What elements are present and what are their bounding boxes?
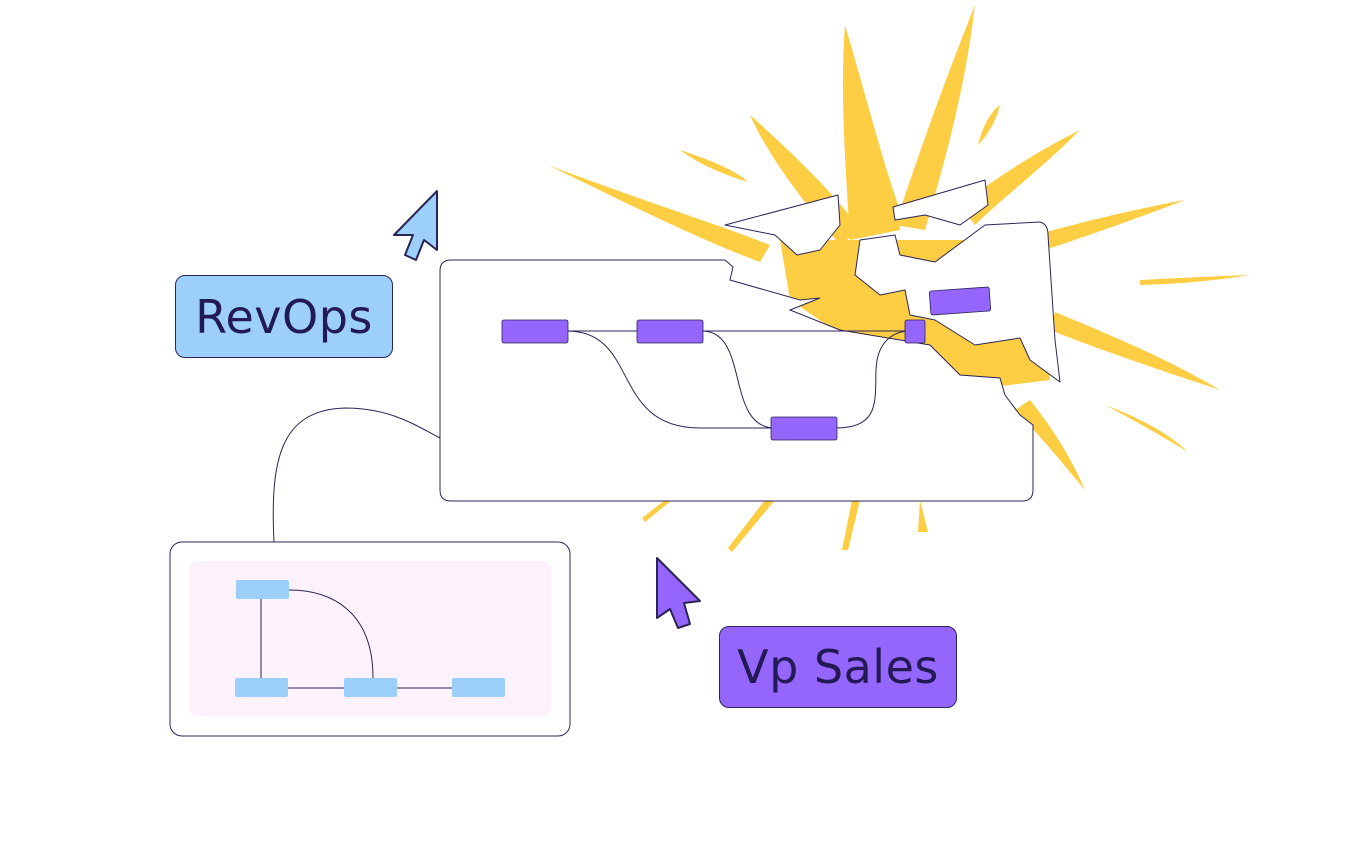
workflow-edge bbox=[701, 330, 776, 429]
revops-label: RevOps bbox=[175, 275, 393, 358]
workflow-node bbox=[501, 319, 569, 344]
connector-line bbox=[272, 407, 441, 543]
secondary-workflow-card bbox=[169, 541, 571, 737]
vp-sales-label: Vp Sales bbox=[719, 626, 957, 708]
workflow-node bbox=[236, 580, 289, 599]
broken-fragments bbox=[724, 179, 1061, 383]
workflow-node bbox=[452, 678, 505, 697]
workflow-node bbox=[904, 319, 926, 344]
workflow-node bbox=[235, 678, 288, 697]
cursor-arrow-icon bbox=[656, 557, 701, 629]
workflow-node bbox=[636, 319, 704, 344]
workflow-edge bbox=[288, 589, 374, 679]
cursor-arrow-icon bbox=[393, 190, 438, 261]
inner-panel bbox=[189, 561, 551, 716]
workflow-node bbox=[344, 678, 397, 697]
workflow-edge bbox=[566, 330, 771, 429]
main-workflow-card bbox=[439, 259, 1034, 502]
workflow-node bbox=[928, 286, 992, 316]
workflow-edge bbox=[835, 330, 911, 429]
workflow-node bbox=[770, 416, 838, 441]
